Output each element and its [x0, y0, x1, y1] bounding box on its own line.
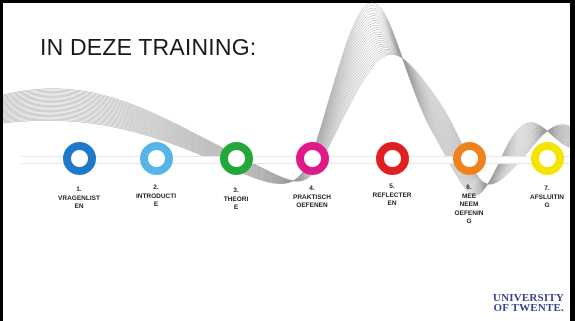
- wave-stroke: [3, 50, 570, 185]
- wave-stroke: [3, 36, 570, 186]
- wave-stroke: [3, 53, 570, 185]
- step-6-ring-icon: [452, 142, 486, 175]
- wave-stroke: [3, 51, 570, 184]
- wave-stroke: [3, 33, 570, 187]
- step-3-ring-icon: [219, 142, 253, 175]
- slide-title: IN DEZE TRAINING:: [40, 34, 257, 60]
- wave-stroke: [3, 42, 570, 185]
- step-7-ring-icon: [530, 142, 564, 175]
- step-4-ring-icon: [295, 142, 329, 175]
- logo-line-1: UNIVERSITY: [492, 292, 564, 304]
- wave-stroke: [3, 49, 570, 185]
- step-5-ring-icon: [375, 142, 409, 175]
- wave-stroke: [3, 29, 570, 188]
- logo-line-2: OF TWENTE.: [493, 302, 564, 314]
- wave-stroke: [3, 54, 570, 185]
- step-1-ring-icon: [62, 142, 96, 175]
- wave-stroke: [3, 40, 570, 185]
- wave-stroke: [3, 38, 570, 186]
- university-logo: UNIVERSITY OF TWENTE.: [492, 292, 564, 314]
- wave-stroke: [3, 47, 570, 185]
- wave-stroke: [3, 31, 570, 187]
- wave-stroke: [3, 44, 570, 185]
- wave-stroke: [3, 45, 570, 185]
- step-2-ring-icon: [139, 142, 173, 175]
